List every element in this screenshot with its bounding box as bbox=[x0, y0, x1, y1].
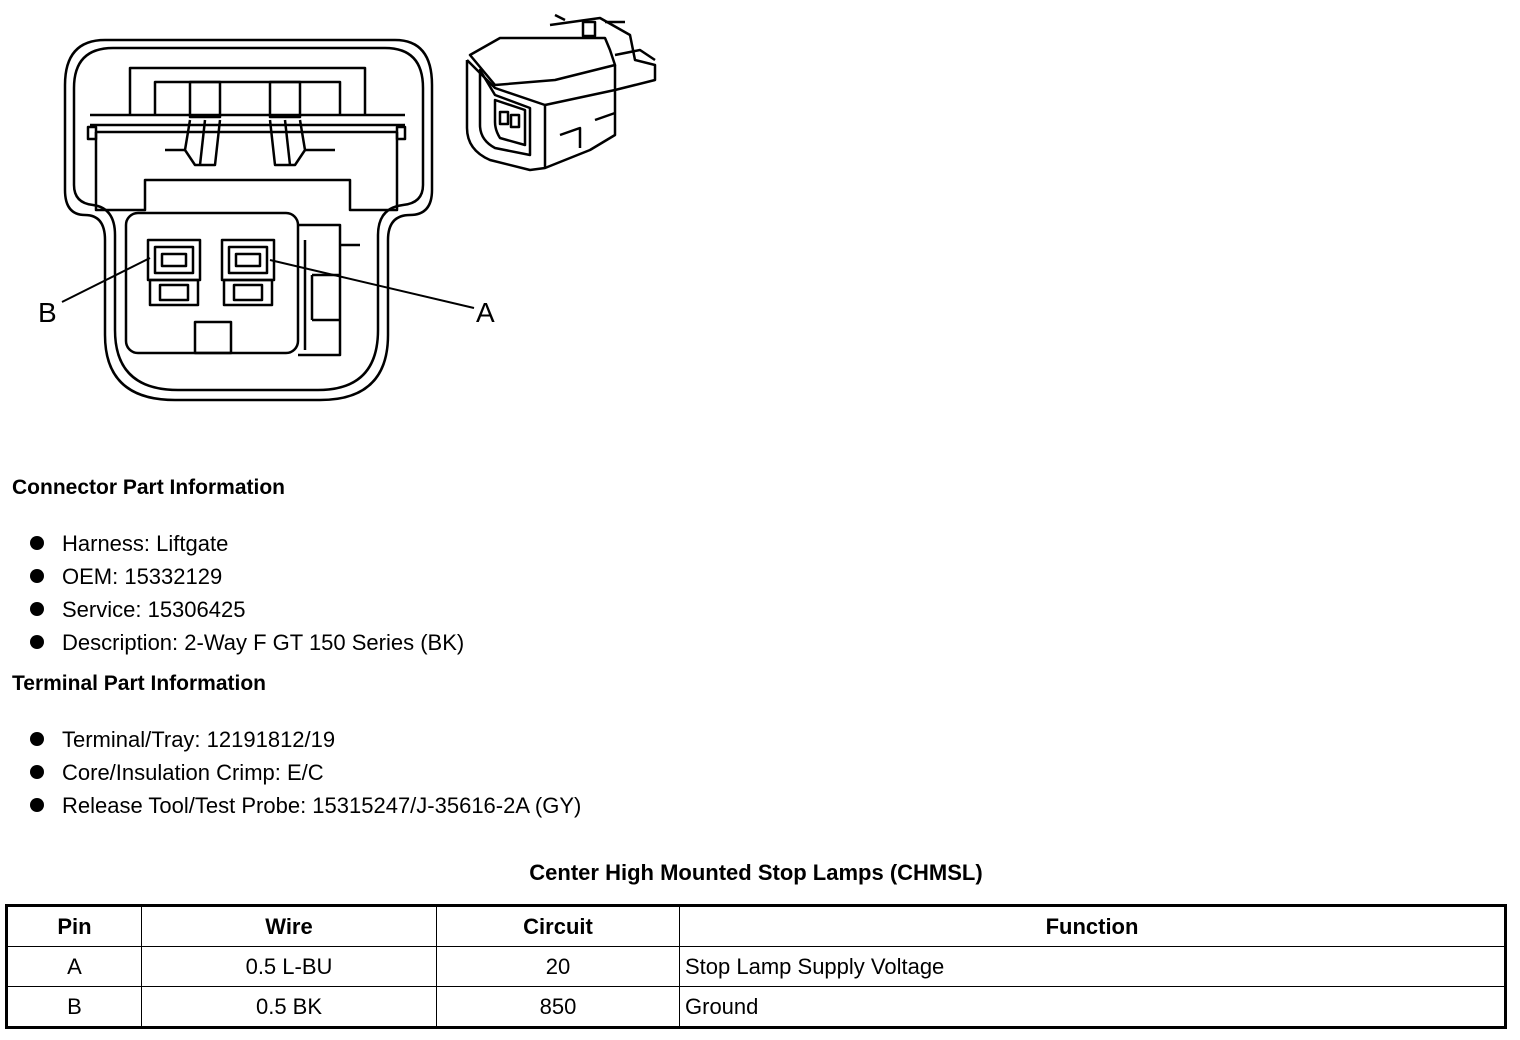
bullet-icon bbox=[30, 635, 44, 649]
housing-inner bbox=[72, 46, 425, 392]
wire-cell: 0.5 L-BU bbox=[141, 946, 437, 987]
list-item: Terminal/Tray: 12191812/19 bbox=[30, 723, 581, 756]
polarization-key bbox=[193, 320, 233, 355]
list-item: Description: 2-Way F GT 150 Series (BK) bbox=[30, 626, 464, 659]
bullet-icon bbox=[30, 602, 44, 616]
bullet-icon bbox=[30, 536, 44, 550]
connector-isometric-view bbox=[465, 13, 657, 172]
list-item: Harness: Liftgate bbox=[30, 527, 464, 560]
list-item: Release Tool/Test Probe: 15315247/J-3561… bbox=[30, 789, 581, 822]
table-header-row: Pin Wire Circuit Function bbox=[6, 905, 1506, 947]
bullet-icon bbox=[30, 569, 44, 583]
connector-info-heading: Connector Part Information bbox=[12, 476, 286, 499]
column-header-wire: Wire bbox=[141, 905, 437, 947]
list-item: OEM: 15332129 bbox=[30, 560, 464, 593]
leader-line-a bbox=[269, 259, 475, 309]
leader-line-b bbox=[61, 257, 151, 303]
connector-face-diagram: B A bbox=[38, 38, 495, 402]
terminal-info-list: Terminal/Tray: 12191812/19 Core/Insulati… bbox=[30, 723, 581, 822]
bullet-icon bbox=[30, 798, 44, 812]
column-header-circuit: Circuit bbox=[436, 905, 680, 947]
column-header-pin: Pin bbox=[6, 905, 142, 947]
list-item: Core/Insulation Crimp: E/C bbox=[30, 756, 581, 789]
pin-label-b: B bbox=[38, 297, 57, 328]
latch-frame bbox=[128, 66, 367, 115]
column-header-function: Function bbox=[679, 905, 1506, 947]
cavity-b bbox=[146, 238, 202, 307]
bullet-icon bbox=[30, 765, 44, 779]
circuit-cell: 20 bbox=[436, 946, 680, 987]
table-row: A 0.5 L-BU 20 Stop Lamp Supply Voltage bbox=[6, 946, 1506, 987]
bullet-icon bbox=[30, 732, 44, 746]
function-cell: Stop Lamp Supply Voltage bbox=[679, 946, 1506, 987]
table-caption: Center High Mounted Stop Lamps (CHMSL) bbox=[529, 860, 983, 885]
pin-label-a: A bbox=[476, 297, 495, 328]
cavity-a bbox=[220, 238, 276, 307]
terminal-info-heading: Terminal Part Information bbox=[12, 672, 266, 695]
function-cell: Ground bbox=[679, 986, 1506, 1028]
connector-info-list: Harness: Liftgate OEM: 15332129 Service:… bbox=[30, 527, 464, 659]
list-item: Service: 15306425 bbox=[30, 593, 464, 626]
pinout-table: Pin Wire Circuit Function A 0.5 L-BU 20 … bbox=[5, 904, 1507, 1029]
circuit-cell: 850 bbox=[436, 986, 680, 1028]
pin-cell: A bbox=[6, 946, 142, 987]
housing-outer bbox=[63, 38, 434, 402]
table-row: B 0.5 BK 850 Ground bbox=[6, 986, 1506, 1028]
pin-cell: B bbox=[6, 986, 142, 1028]
wire-cell: 0.5 BK bbox=[141, 986, 437, 1028]
